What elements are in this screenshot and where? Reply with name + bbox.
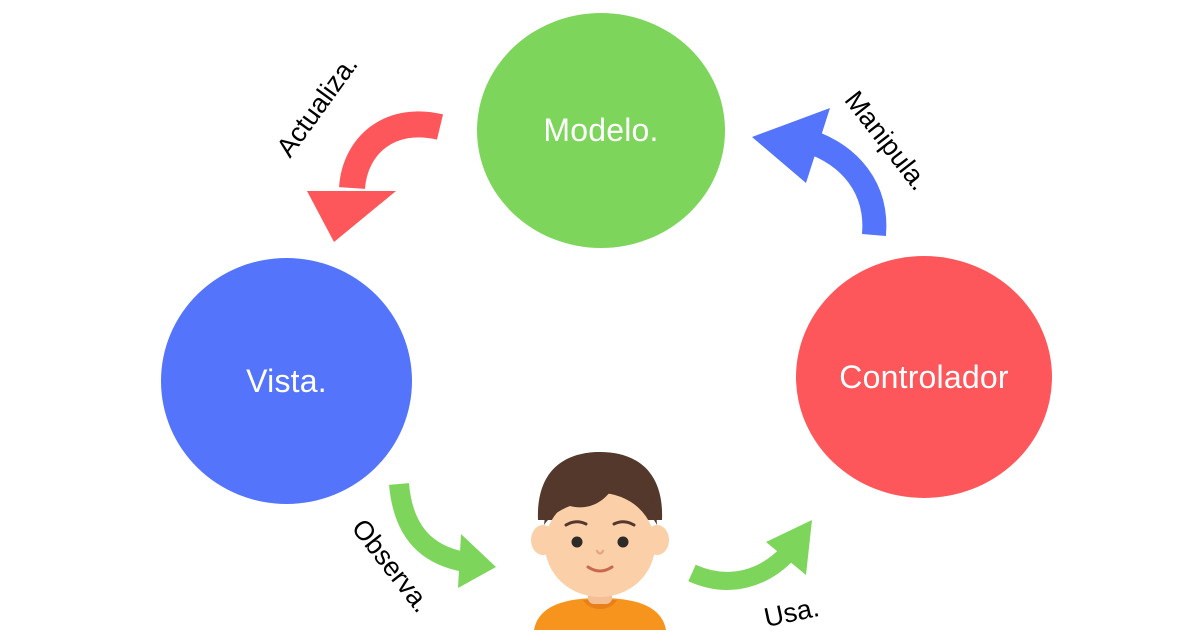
user-avatar-icon <box>531 452 669 630</box>
node-modelo-label: Modelo. <box>543 112 659 148</box>
node-controlador-label: Controlador <box>839 358 1009 395</box>
arrow-actualiza <box>307 111 444 242</box>
node-modelo: Modelo. <box>477 13 725 248</box>
node-controlador: Controlador <box>796 256 1052 498</box>
arrow-usa <box>688 520 812 590</box>
arrow-observa <box>389 482 496 588</box>
arrow-manipula <box>752 108 887 237</box>
node-vista: Vista. <box>161 258 412 504</box>
node-vista-label: Vista. <box>246 362 327 399</box>
